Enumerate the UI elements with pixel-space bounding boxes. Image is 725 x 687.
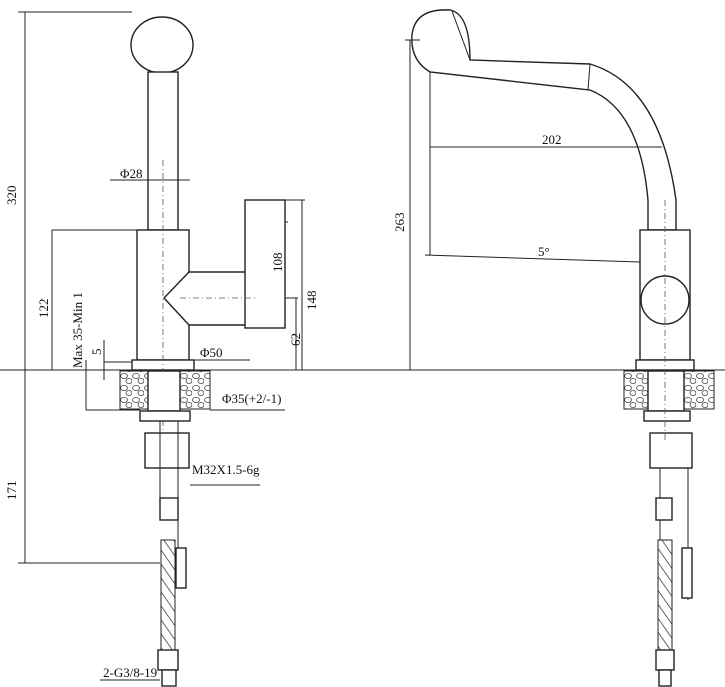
- dim-handle-axis-height: 62: [288, 333, 303, 346]
- dim-total-height: 320: [4, 186, 19, 206]
- mounting-nut: [144, 432, 190, 469]
- mounting-shank: [147, 370, 181, 412]
- hose-nut-bottom: [157, 649, 179, 671]
- dim-hole-diameter: Φ35(+2/-1): [222, 391, 281, 406]
- handle-lever: [244, 199, 286, 329]
- dim-base-diameter: Φ50: [200, 345, 223, 360]
- dim-angle: 5°: [538, 244, 550, 259]
- countertop-section-left: [119, 370, 149, 410]
- dim-thread: M32X1.5-6g: [192, 462, 260, 477]
- dim-handle-height: 108: [270, 253, 285, 273]
- dim-reach: 202: [542, 132, 562, 147]
- side-view: 320 Φ28 122 Max 35-Min 1 5 Φ50 Φ35(+2/-1…: [4, 11, 319, 687]
- dim-hose-connection: 2-G3/8-19: [103, 665, 157, 680]
- dim-spout-height: 263: [392, 213, 407, 233]
- dim-below-deck: 171: [4, 481, 19, 501]
- front-view: 202 263 5°: [392, 9, 715, 687]
- dim-gap: 5: [89, 349, 104, 356]
- pull-out-spout: [411, 9, 677, 231]
- dim-deck-thickness: Max 35-Min 1: [70, 292, 85, 368]
- dim-body-height: 122: [36, 299, 51, 319]
- hose-nut-top: [159, 497, 179, 521]
- countertop-section-right: [179, 370, 211, 410]
- spout-pipe: [147, 71, 179, 231]
- dim-handle-offset: 148: [304, 291, 319, 311]
- supply-hose: [160, 539, 176, 651]
- dim-spout-diameter: Φ28: [120, 166, 143, 181]
- spray-head: [130, 16, 194, 74]
- supply-hose-front: [657, 539, 673, 651]
